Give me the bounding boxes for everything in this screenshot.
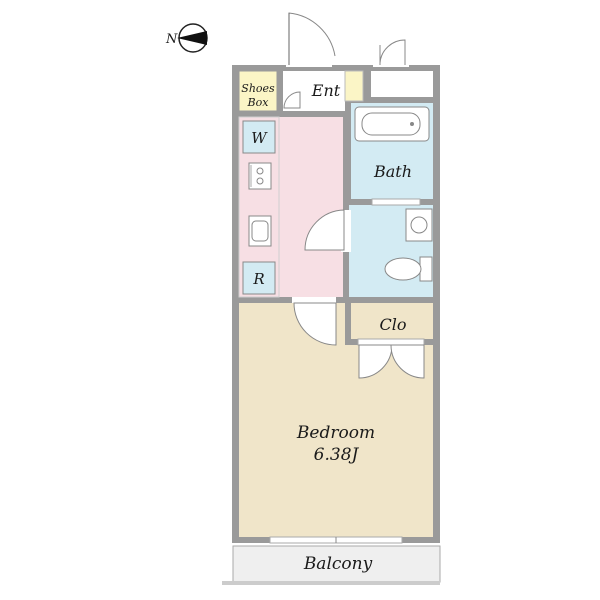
washer-space [242,120,276,154]
shoes-box-area [238,70,278,112]
closet-label: Clo [380,315,407,334]
bedroom-size: 6.38J [314,445,360,465]
bath-label: Bath [373,162,412,181]
entrance-cabinet [344,70,364,102]
bedroom-door[interactable] [292,297,337,346]
balcony-label: Balcony [303,554,373,574]
balcony-area [232,545,441,583]
closet-door-opening [357,338,425,346]
shoes-box-door[interactable] [283,91,301,109]
closet-wall [345,303,351,343]
refrigerator-label: R [252,270,264,288]
entrance-label: Ent [311,81,341,100]
washroom-door[interactable] [304,209,351,252]
sink-icon [248,215,272,247]
shoes-box-label-2: Box [247,96,270,109]
storage-door[interactable] [373,39,409,67]
bath-door[interactable] [371,198,421,206]
refrigerator-space [242,261,276,295]
toilet-icon [384,256,433,282]
compass-icon: N [165,23,208,53]
compass-north-label: N [165,32,178,47]
bedroom-label: Bedroom [296,423,375,443]
bathtub-icon [354,106,430,142]
washer-label: W [251,129,268,147]
storage-area [371,71,433,97]
washbasin-icon [405,208,433,242]
shoes-box-label-1: Shoes [241,82,275,95]
stove-icon [248,162,272,190]
closet-doors[interactable] [358,344,425,379]
entrance-door[interactable] [286,12,336,67]
balcony-edge [222,581,440,585]
